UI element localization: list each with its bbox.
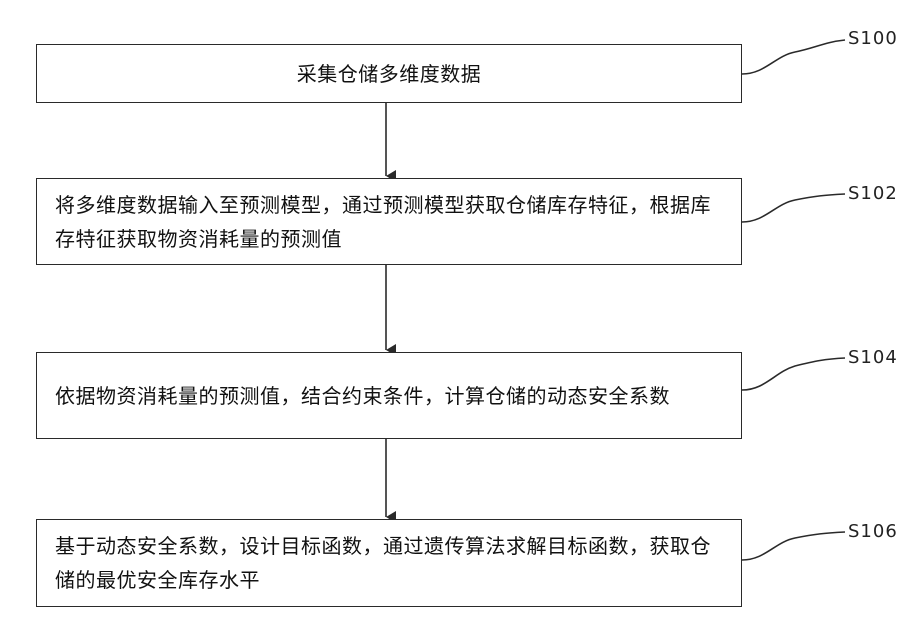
step-text-s104: 依据物资消耗量的预测值，结合约束条件，计算仓储的动态安全系数 bbox=[55, 379, 723, 413]
step-text-s106: 基于动态安全系数，设计目标函数，通过遗传算法求解目标函数，获取仓储的最优安全库存… bbox=[55, 529, 723, 597]
leader-s106 bbox=[742, 532, 845, 560]
leader-s102 bbox=[742, 194, 845, 222]
step-label-s104: S104 bbox=[848, 347, 898, 368]
step-box-s102: 将多维度数据输入至预测模型，通过预测模型获取仓储库存特征，根据库存特征获取物资消… bbox=[36, 178, 742, 265]
step-label-s102: S102 bbox=[848, 183, 898, 204]
step-text-s100: 采集仓储多维度数据 bbox=[55, 57, 723, 91]
step-text-s102: 将多维度数据输入至预测模型，通过预测模型获取仓储库存特征，根据库存特征获取物资消… bbox=[55, 188, 723, 256]
step-label-s106: S106 bbox=[848, 521, 898, 542]
step-label-s100: S100 bbox=[848, 28, 898, 49]
step-box-s106: 基于动态安全系数，设计目标函数，通过遗传算法求解目标函数，获取仓储的最优安全库存… bbox=[36, 519, 742, 607]
leader-s100 bbox=[742, 40, 845, 74]
step-box-s104: 依据物资消耗量的预测值，结合约束条件，计算仓储的动态安全系数 bbox=[36, 352, 742, 439]
step-box-s100: 采集仓储多维度数据 bbox=[36, 44, 742, 103]
leader-s104 bbox=[742, 358, 845, 390]
